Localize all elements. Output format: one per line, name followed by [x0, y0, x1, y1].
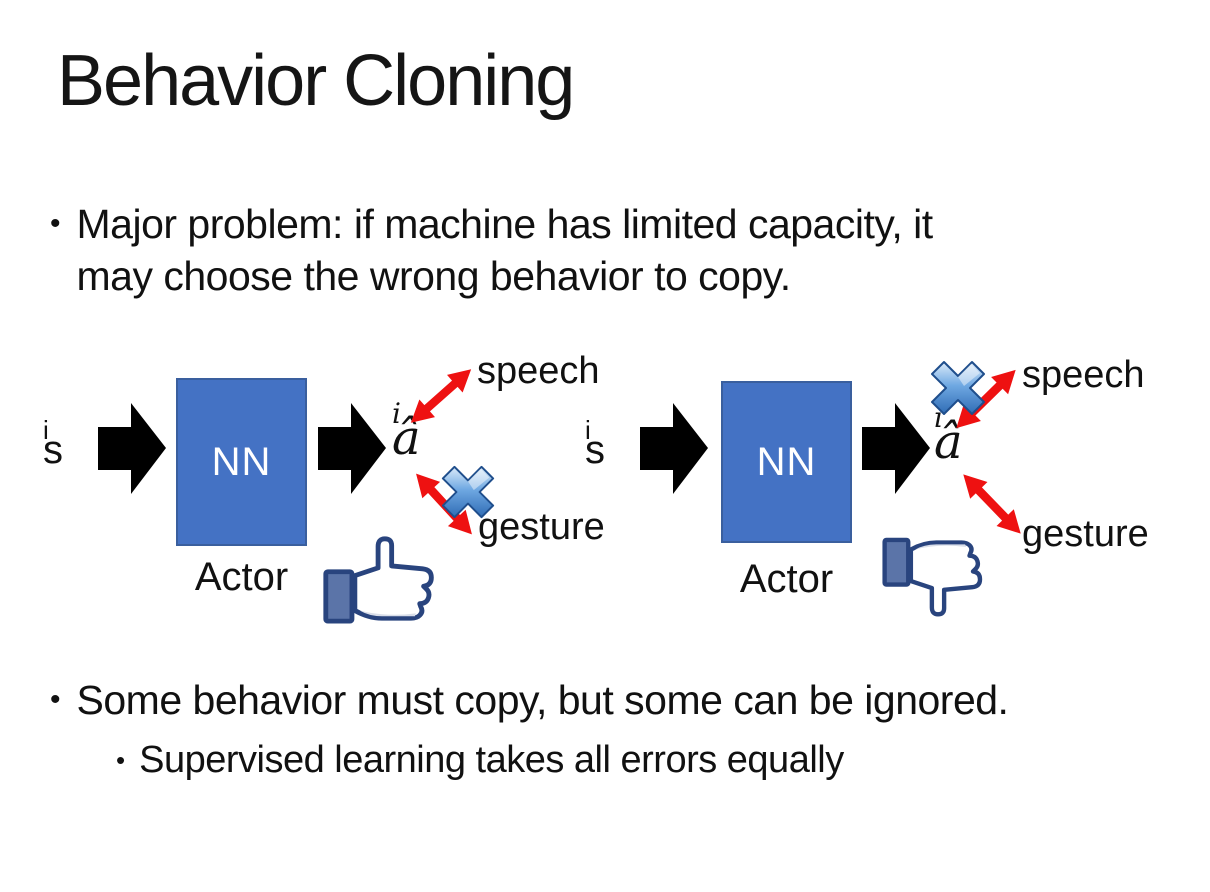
gesture-label: gesture — [1022, 513, 1149, 555]
nn-box: NN — [176, 378, 307, 546]
bullet-marker: • — [50, 207, 61, 240]
flow-arrow-out-icon — [862, 403, 930, 494]
bullet-marker: • — [50, 683, 61, 716]
nn-box: NN — [721, 381, 852, 543]
nn-label: NN — [756, 439, 817, 484]
actor-label: Actor — [739, 557, 834, 601]
speech-label: speech — [477, 350, 600, 392]
bullet-text: Some behavior must copy, but some can be… — [77, 674, 1009, 726]
speech-relation-arrow-icon — [410, 369, 472, 423]
flow-arrow-in-icon — [98, 403, 166, 494]
bullet-line-2: may choose the wrong behavior to copy. — [76, 253, 792, 299]
bullet-line: Supervised learning takes all errors equ… — [139, 739, 844, 781]
bullet-major-problem: • Major problem: if machine has limited … — [50, 198, 1130, 302]
bullet-text: Major problem: if machine has limited ca… — [76, 198, 934, 302]
flow-arrow-in-icon — [640, 403, 708, 494]
bullet-text: Supervised learning takes all errors equ… — [139, 736, 844, 784]
action-symbol: â — [392, 410, 421, 466]
bullet-line: Some behavior must copy, but some can be… — [76, 677, 1009, 723]
cross-out-icon — [931, 361, 985, 415]
cross-out-icon — [441, 465, 495, 519]
speech-label: speech — [1022, 354, 1145, 396]
thumbs-up-icon — [323, 536, 434, 624]
gesture-relation-arrow-icon — [963, 474, 1021, 534]
state-symbol: s — [585, 428, 605, 472]
bullet-line-1: Major problem: if machine has limited ca… — [76, 201, 934, 247]
actor-label: Actor — [194, 555, 289, 599]
bullet-supervised-learning: • Supervised learning takes all errors e… — [116, 736, 1116, 784]
gesture-label: gesture — [478, 506, 605, 548]
bullet-marker: • — [116, 745, 126, 775]
flow-arrow-out-icon — [318, 403, 386, 494]
bullet-some-behavior: • Some behavior must copy, but some can … — [50, 674, 1150, 726]
nn-label: NN — [211, 439, 272, 484]
page-title: Behavior Cloning — [57, 41, 575, 121]
thumbs-down-icon — [882, 537, 983, 617]
state-symbol: s — [43, 428, 63, 472]
